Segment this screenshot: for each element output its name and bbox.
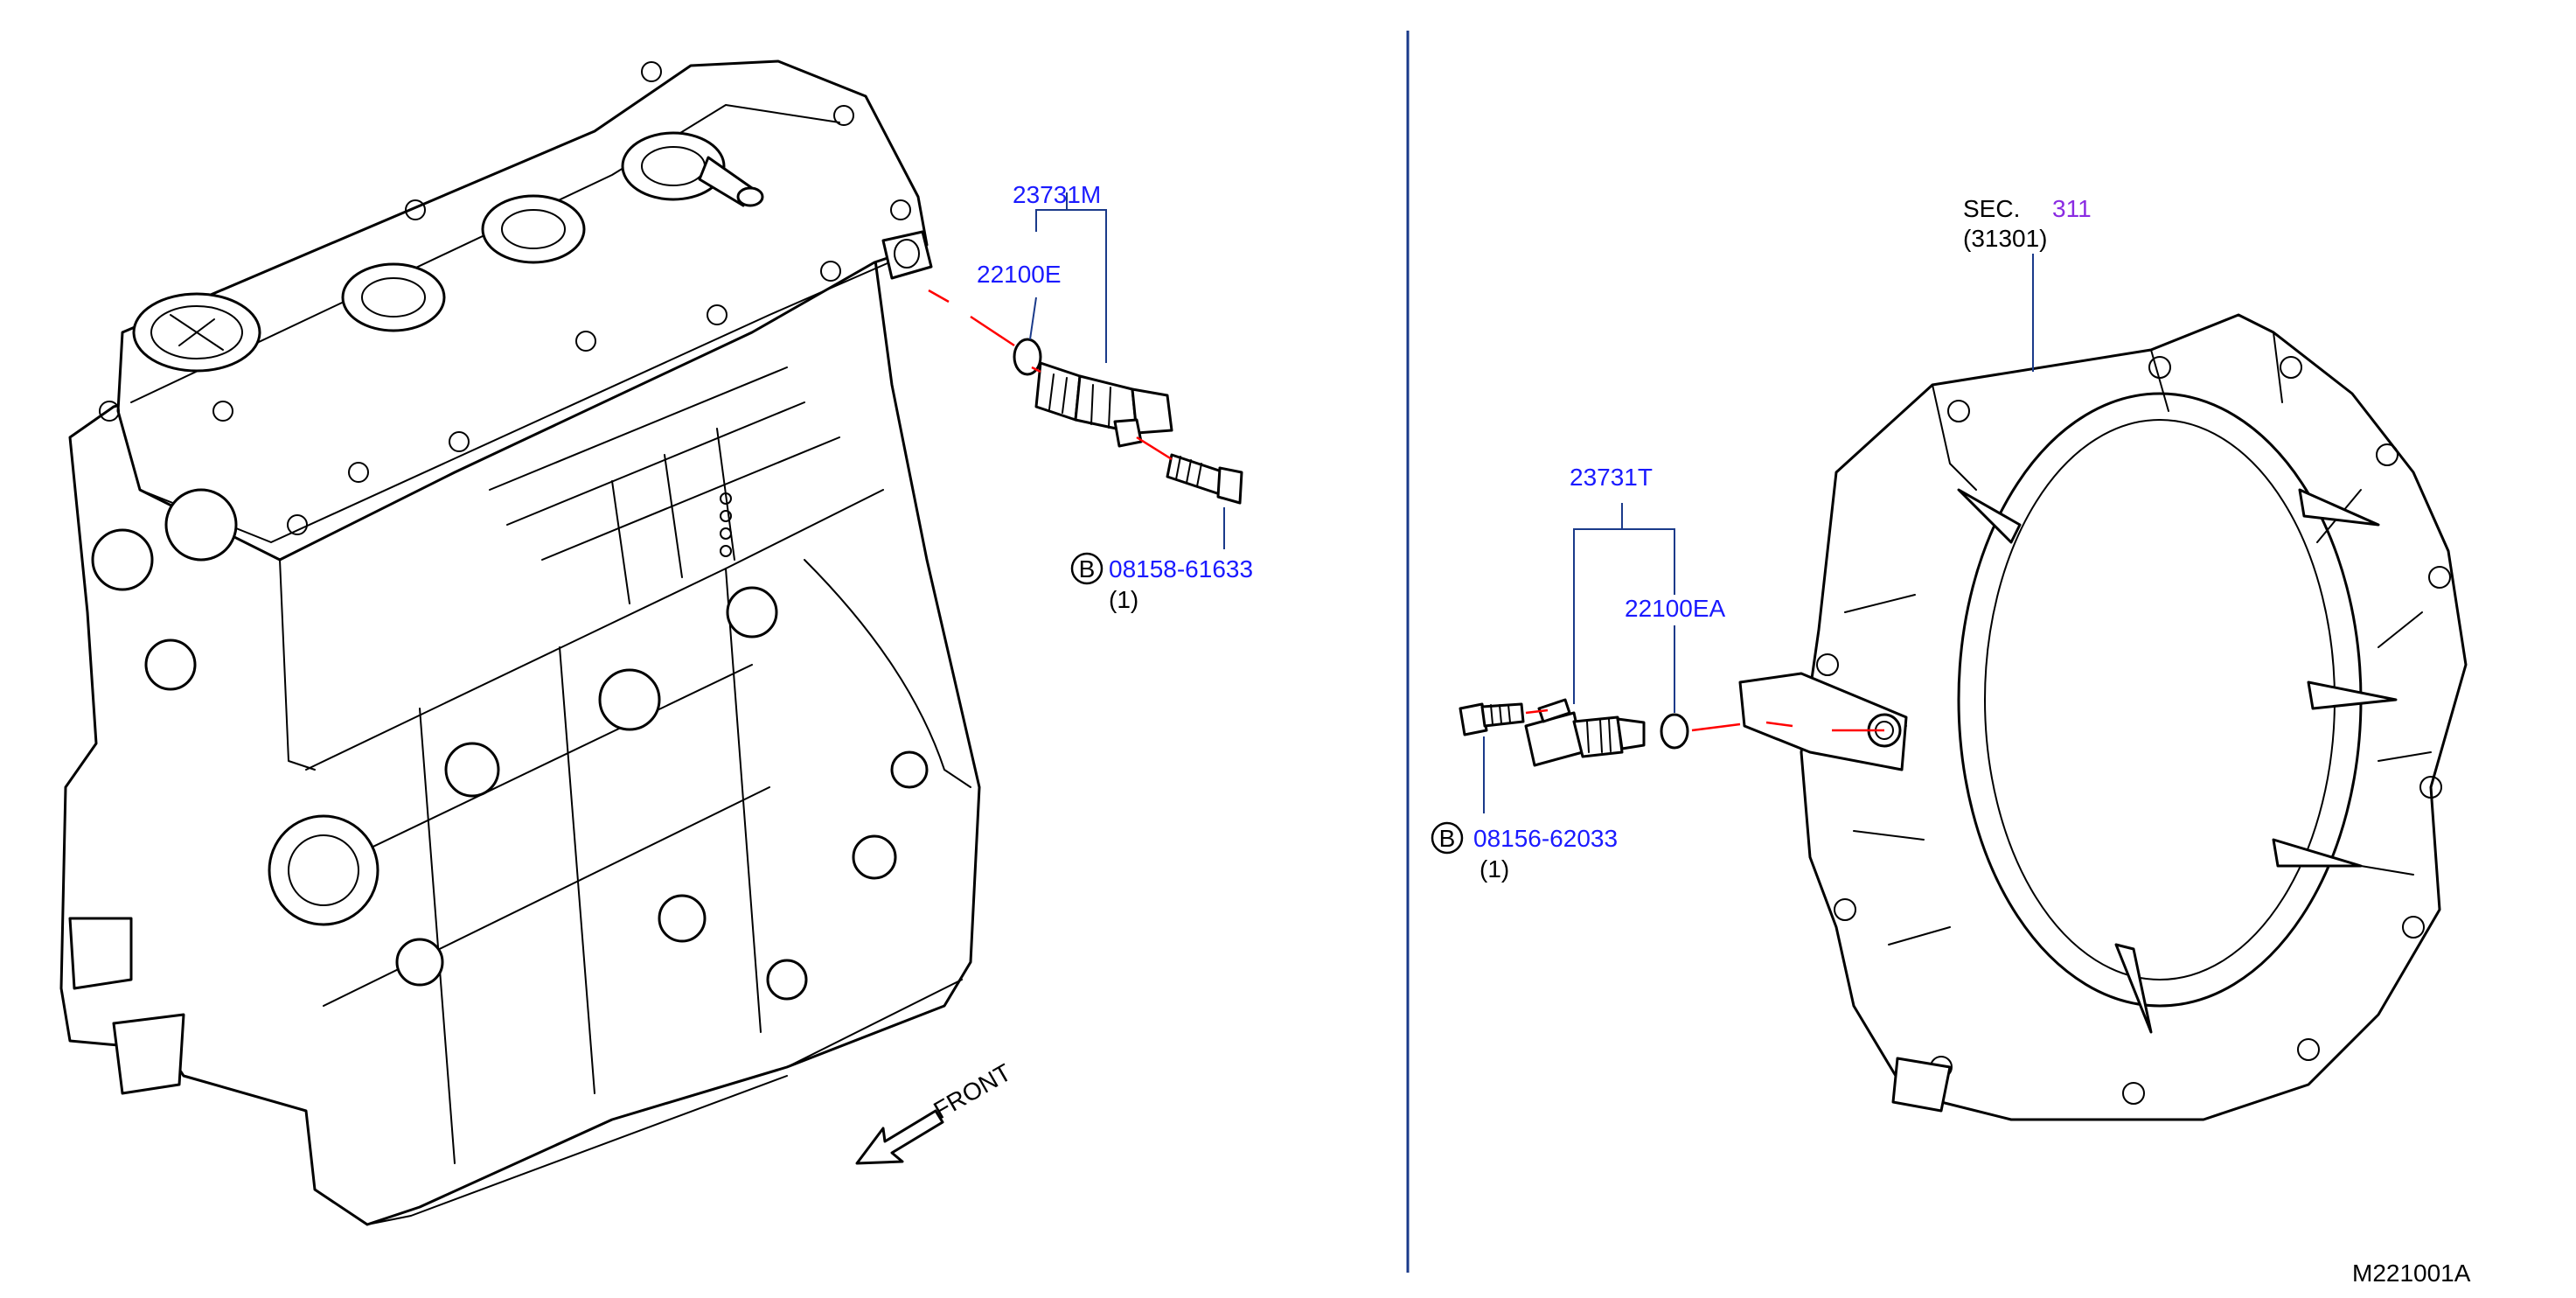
part-label-23731M[interactable]: 23731M (1013, 181, 1101, 208)
quantity-label-left: (1) (1109, 586, 1138, 613)
bolt-badge-letter-right: B (1439, 825, 1456, 852)
camshaft-position-sensor[interactable] (1034, 361, 1173, 448)
sensor-bolt-left[interactable] (1166, 453, 1243, 505)
crankshaft-position-sensor[interactable] (1524, 698, 1646, 767)
part-label-22100E[interactable]: 22100E (977, 261, 1062, 288)
bolt-indicator-right (1525, 708, 1549, 715)
section-reference: (31301) (1963, 225, 2048, 252)
figure-id: M221001A (2352, 1260, 2471, 1287)
install-indicator-left (928, 289, 1041, 373)
bolt-indicator-left (1136, 436, 1173, 461)
section-prefix: SEC. (1963, 195, 2020, 222)
front-direction-arrow: FRONT (855, 1058, 1016, 1165)
quantity-label-right: (1) (1479, 855, 1509, 883)
bolt-badge-left: B (1070, 552, 1104, 585)
part-label-08156-62033[interactable]: 08156-62033 (1473, 825, 1618, 852)
sensor-oring-left[interactable] (1013, 338, 1042, 376)
engine-block-illustration (59, 59, 981, 1226)
part-label-23731T[interactable]: 23731T (1570, 464, 1653, 491)
transmission-housing-illustration (1738, 313, 2468, 1121)
sensor-oring-right[interactable] (1660, 713, 1689, 750)
bolt-badge-letter-left: B (1079, 555, 1096, 583)
install-indicator-right (1691, 721, 1884, 732)
bolt-badge-right: B (1431, 821, 1464, 855)
sensor-bolt-right[interactable] (1459, 702, 1525, 736)
part-label-22100EA[interactable]: 22100EA (1625, 595, 1726, 622)
front-label: FRONT (929, 1058, 1016, 1124)
part-label-08158-61633[interactable]: 08158-61633 (1109, 555, 1253, 583)
leader-lines (1029, 192, 2034, 813)
section-number-311[interactable]: 311 (2052, 195, 2092, 222)
